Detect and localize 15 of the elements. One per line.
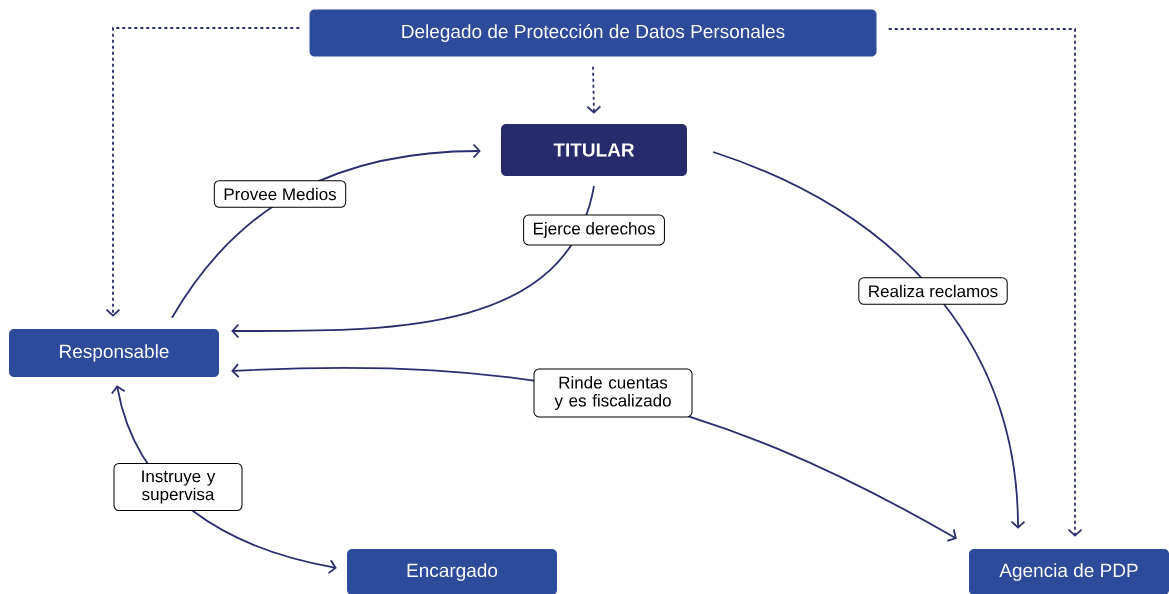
edge-label: Provee Medios [213, 180, 347, 208]
edge-label: Instruye y supervisa [113, 462, 243, 512]
arrow [586, 65, 602, 114]
edge-label: Realiza reclamos [858, 277, 1008, 305]
edge-label: Ejerce derechos [523, 214, 665, 246]
arrow [887, 28, 1083, 537]
arrow [231, 185, 595, 339]
process-box: Responsable [9, 329, 219, 377]
process-box: Encargado [347, 549, 557, 594]
arrow [105, 27, 301, 317]
process-box: Agencia de PDP [969, 549, 1169, 594]
edge-label: Rinde cuentas y es fiscalizado [533, 368, 693, 418]
process-box: TITULAR [501, 124, 687, 176]
arrow [712, 151, 1026, 529]
process-box: Delegado de Protección de Datos Personales [309, 9, 877, 57]
